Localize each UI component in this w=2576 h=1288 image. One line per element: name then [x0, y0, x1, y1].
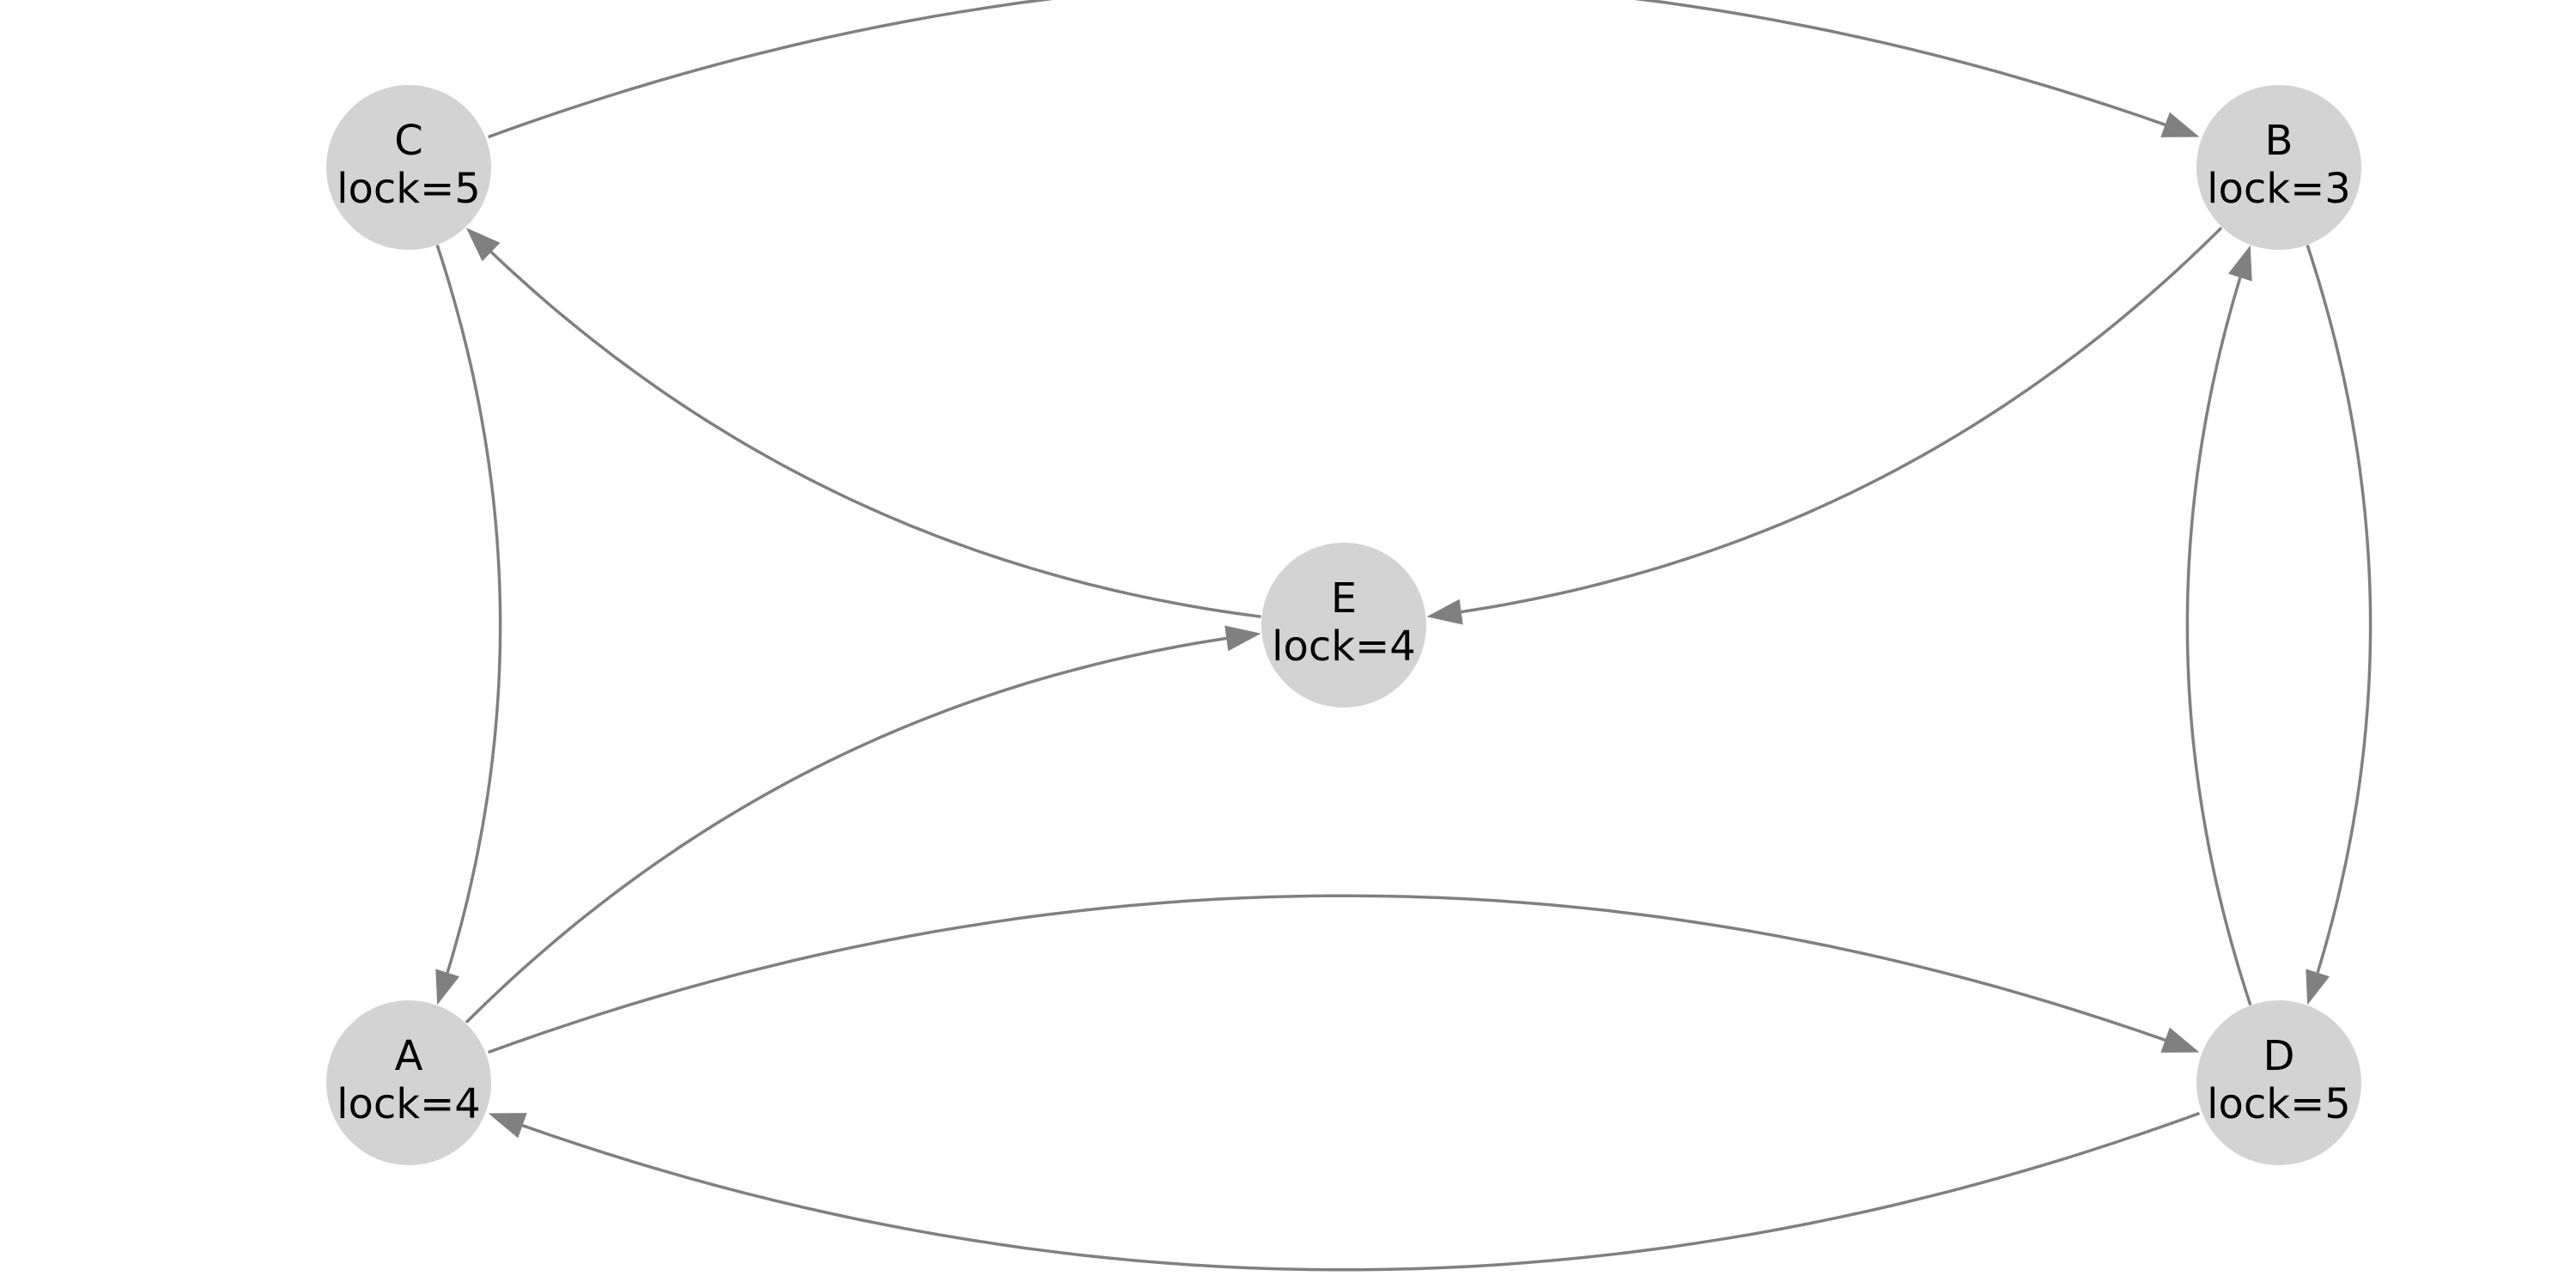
edge-B-to-E — [1461, 226, 2223, 614]
node-D-circle — [2196, 1000, 2361, 1165]
node-B-lock: lock=3 — [2207, 165, 2351, 213]
arrowhead-C-to-B — [2160, 112, 2200, 137]
node-A-circle — [326, 1000, 491, 1165]
arrowhead-B-to-E — [1426, 598, 1463, 625]
node-D-name: D — [2263, 1032, 2295, 1080]
edges-layer — [435, 0, 2372, 1272]
edge-C-to-A — [435, 245, 502, 974]
node-C: C lock=5 — [326, 85, 491, 250]
node-E-circle — [1261, 543, 1426, 708]
node-A-lock: lock=4 — [337, 1080, 481, 1128]
arrowhead-D-to-A — [488, 1113, 527, 1139]
node-E-name: E — [1331, 574, 1357, 623]
node-A-name: A — [395, 1032, 423, 1080]
edge-E-to-C — [489, 251, 1261, 618]
edge-B-to-D — [2306, 245, 2372, 974]
arrowhead-B-to-D — [2306, 969, 2330, 1005]
arrowhead-A-to-D — [2160, 1027, 2200, 1053]
node-A: A lock=4 — [326, 1000, 491, 1165]
node-C-name: C — [394, 117, 423, 165]
arrowhead-D-to-B — [2228, 245, 2252, 282]
arrowhead-C-to-A — [435, 969, 459, 1005]
edge-D-to-A — [521, 1111, 2200, 1272]
node-D-lock: lock=5 — [2207, 1080, 2351, 1128]
edge-A-to-E — [465, 636, 1227, 1024]
node-E-lock: lock=4 — [1272, 623, 1416, 671]
edge-A-to-D — [488, 894, 2166, 1054]
node-E: E lock=4 — [1261, 543, 1426, 708]
edge-C-to-B — [488, 0, 2166, 139]
arrowhead-A-to-E — [1224, 625, 1261, 652]
node-B: B lock=3 — [2196, 85, 2361, 250]
edge-D-to-B — [2185, 276, 2252, 1005]
node-C-lock: lock=5 — [337, 165, 481, 213]
node-B-circle — [2196, 85, 2361, 250]
node-B-name: B — [2265, 117, 2293, 165]
node-C-circle — [326, 85, 491, 250]
node-D: D lock=5 — [2196, 1000, 2361, 1165]
arrowhead-E-to-C — [465, 228, 501, 262]
